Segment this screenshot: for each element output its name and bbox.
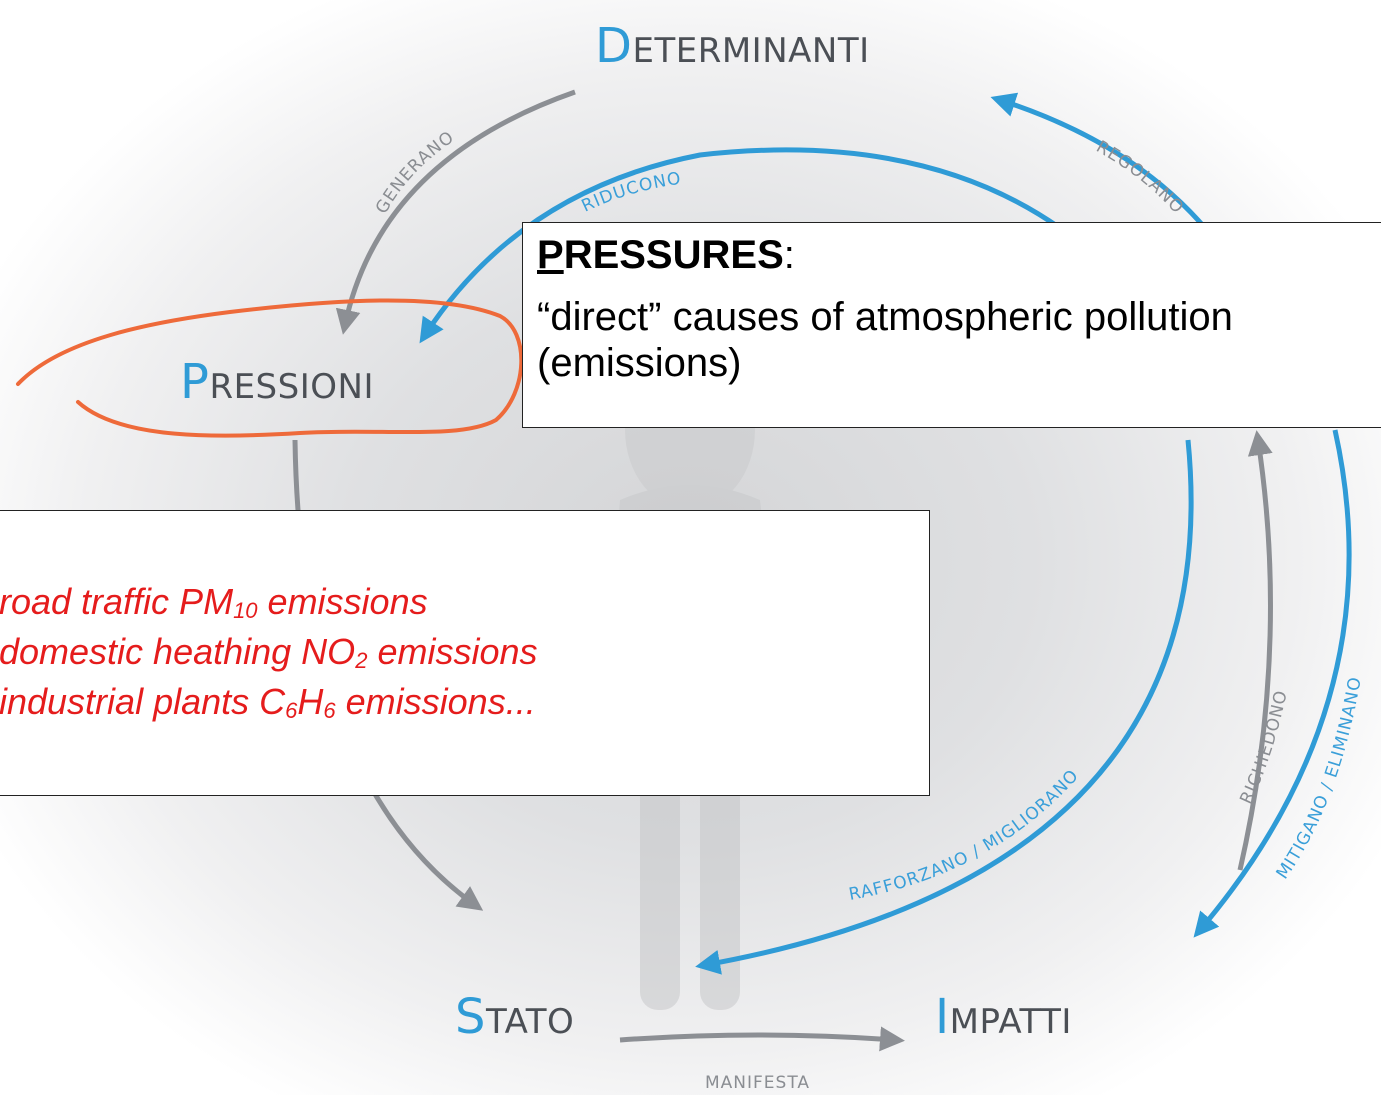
node-pressioni: PRESSIONI bbox=[180, 354, 374, 410]
pressioni-highlight-stroke bbox=[16, 298, 524, 438]
label-generano: GENERANO bbox=[372, 127, 458, 217]
node-determinanti: DETERMINANTI bbox=[595, 18, 870, 74]
node-impatti: IMPATTI bbox=[935, 989, 1072, 1045]
example-item: - domestic heathing NO2 emissions bbox=[0, 631, 538, 673]
manifesta-arrow bbox=[619, 1026, 905, 1052]
richiedono-arrow bbox=[1237, 430, 1273, 871]
pressures-title: PRESSURES: bbox=[537, 233, 795, 277]
examples-callout: - road traffic PM10 emissions - domestic… bbox=[0, 510, 930, 796]
rafforzano-arrow bbox=[695, 439, 1194, 975]
generano-arrow bbox=[335, 89, 576, 335]
label-regolano: REGOLANO bbox=[1093, 137, 1188, 218]
pressures-definition-note: (emissions) bbox=[537, 341, 742, 385]
label-manifesta: MANIFESTA bbox=[705, 1073, 810, 1093]
node-stato: STATO bbox=[455, 989, 574, 1045]
pressures-definition: “direct” causes of atmospheric pollution bbox=[537, 295, 1233, 339]
pressures-callout: PRESSURES: “direct” causes of atmospheri… bbox=[522, 222, 1381, 428]
example-item: - industrial plants C6H6 emissions... bbox=[0, 681, 536, 723]
riducono-arrow bbox=[419, 147, 1062, 344]
mitigano-arrow bbox=[1193, 429, 1352, 938]
example-item: - road traffic PM10 emissions bbox=[0, 581, 428, 623]
regolano-arrow bbox=[990, 92, 1217, 242]
